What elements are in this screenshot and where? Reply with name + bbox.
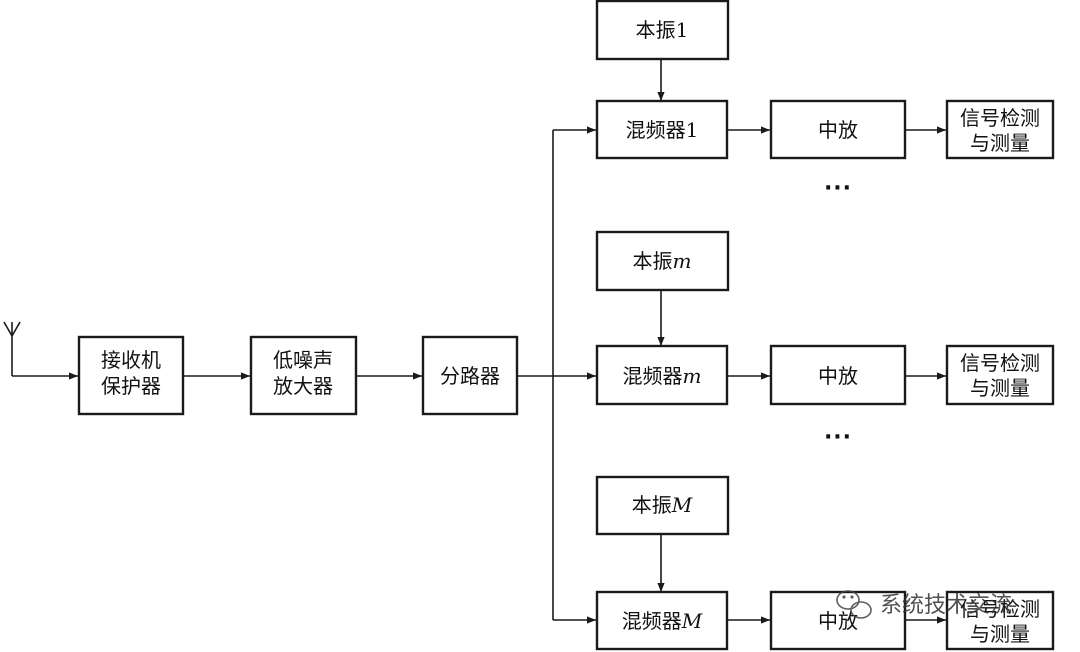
mixer-1-block: 混频器1 bbox=[595, 99, 729, 160]
detect-measure-m-block: 信号检测 与测量 bbox=[945, 344, 1055, 406]
if-amp-1-label: 中放 bbox=[818, 118, 858, 142]
receiver-protector-label-line2: 保护器 bbox=[101, 374, 161, 398]
watermark-text: 系统技术交流 bbox=[880, 593, 1012, 618]
svg-text:···: ··· bbox=[824, 425, 852, 450]
splitter-block: 分路器 bbox=[421, 335, 519, 416]
antenna-icon bbox=[3, 321, 21, 376]
detect-measure-M-block: 信号检测 与测量 bbox=[945, 590, 1055, 651]
mixer-m-block: 混频器m bbox=[595, 344, 729, 406]
detect-measure-m-label-line1: 信号检测 bbox=[960, 351, 1040, 375]
detect-measure-M-label-line2: 与测量 bbox=[970, 622, 1030, 646]
if-amp-m-label: 中放 bbox=[818, 364, 858, 388]
local-oscillator-1-block: 本振1 bbox=[595, 0, 730, 61]
mixer-M-label: 混频器M bbox=[622, 609, 703, 633]
receiver-protector-block: 接收机 保护器 bbox=[77, 335, 185, 416]
local-oscillator-M-label: 本振M bbox=[632, 493, 693, 517]
mixer-M-block: 混频器M bbox=[595, 590, 729, 651]
wechat-icon bbox=[836, 590, 872, 619]
if-amp-m-block: 中放 bbox=[769, 344, 907, 406]
mixer-1-label: 混频器1 bbox=[626, 118, 699, 142]
ellipsis-1: ··· bbox=[824, 176, 852, 201]
ellipsis-2: ··· bbox=[824, 425, 852, 450]
watermark: 系统技术交流 bbox=[836, 590, 1012, 619]
receiver-protector-label-line1: 接收机 bbox=[101, 348, 161, 372]
channel-M: 本振M 混频器M 中放 信号检测 与测量 bbox=[553, 475, 1055, 651]
detect-measure-1-block: 信号检测 与测量 bbox=[945, 99, 1055, 160]
local-oscillator-m-block: 本振m bbox=[595, 230, 730, 292]
local-oscillator-M-block: 本振M bbox=[595, 475, 730, 536]
detect-measure-M-label-line1: 信号检测 bbox=[960, 597, 1040, 621]
svg-text:···: ··· bbox=[824, 176, 852, 201]
splitter-label: 分路器 bbox=[440, 364, 500, 388]
detect-measure-1-label-line2: 与测量 bbox=[970, 131, 1030, 155]
detect-measure-1-label-line1: 信号检测 bbox=[960, 106, 1040, 130]
lna-label-line1: 低噪声 bbox=[273, 348, 333, 372]
local-oscillator-m-label: 本振m bbox=[633, 249, 692, 273]
lna-block: 低噪声 放大器 bbox=[249, 335, 358, 416]
lna-label-line2: 放大器 bbox=[273, 374, 333, 398]
if-amp-1-block: 中放 bbox=[769, 99, 907, 160]
local-oscillator-1-label: 本振1 bbox=[636, 18, 689, 42]
channel-m: 本振m 混频器m 中放 信号检测 与测量 bbox=[553, 230, 1055, 406]
if-amp-M-block: 中放 bbox=[769, 590, 907, 651]
channel-1: 本振1 混频器1 中放 信号检测 与测量 bbox=[553, 0, 1055, 160]
mixer-m-label: 混频器m bbox=[623, 364, 702, 388]
detect-measure-m-label-line2: 与测量 bbox=[970, 376, 1030, 400]
